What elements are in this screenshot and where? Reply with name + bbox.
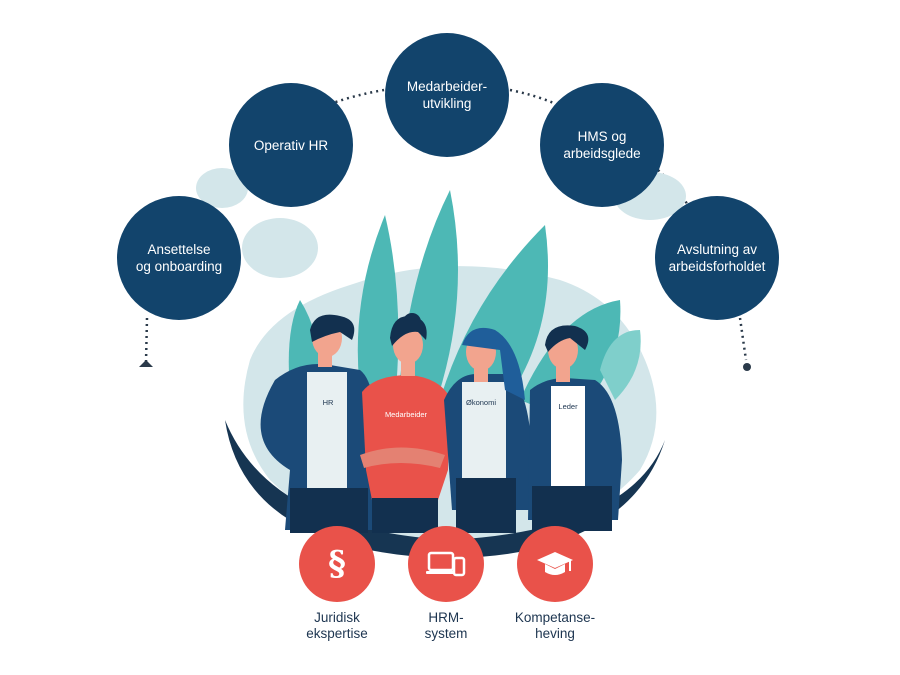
step-avslutning: Avslutning av arbeidsforholdet <box>655 196 779 320</box>
juridisk-circle: § <box>299 526 375 602</box>
step-operativ-hr: Operativ HR <box>229 83 353 207</box>
graduation-cap-icon <box>537 552 573 575</box>
step-label: HMS og arbeidsglede <box>563 129 641 161</box>
devices-icon <box>426 551 466 577</box>
juridisk-label: Juridisk ekspertise <box>306 610 368 641</box>
step-label: Ansettelse og onboarding <box>135 242 223 274</box>
person-medarbeider <box>360 313 450 533</box>
kompetanse-circle <box>517 526 593 602</box>
paragraph-icon: § <box>328 544 346 584</box>
step-ansettelse: Ansettelse og onboarding <box>117 196 241 320</box>
person-tag-okonomi: Økonomi <box>465 398 496 407</box>
arc-end-dot <box>743 363 751 371</box>
person-okonomi <box>444 327 532 533</box>
step-hms: HMS og arbeidsglede <box>540 83 664 207</box>
person-leder <box>528 325 622 531</box>
hrm-system-label: HRM- system <box>424 610 468 641</box>
step-label: Avslutning av arbeidsforholdet <box>668 242 766 274</box>
arc-start-arrow <box>139 360 153 367</box>
step-medarbeiderutvikling: Medarbeider- utvikling <box>385 33 509 157</box>
step-label: Medarbeider- utvikling <box>406 79 488 111</box>
person-tag-hr: HR <box>322 398 334 407</box>
arc-end-line <box>738 317 748 361</box>
person-tag-medarbeider: Medarbeider <box>384 410 428 419</box>
arc-start-line <box>144 317 149 363</box>
person-hr <box>260 314 378 533</box>
hrm-system-circle <box>408 526 484 602</box>
step-label: Operativ HR <box>253 137 329 153</box>
person-tag-leder: Leder <box>558 402 578 411</box>
kompetanse-label: Kompetanse- heving <box>514 610 596 641</box>
